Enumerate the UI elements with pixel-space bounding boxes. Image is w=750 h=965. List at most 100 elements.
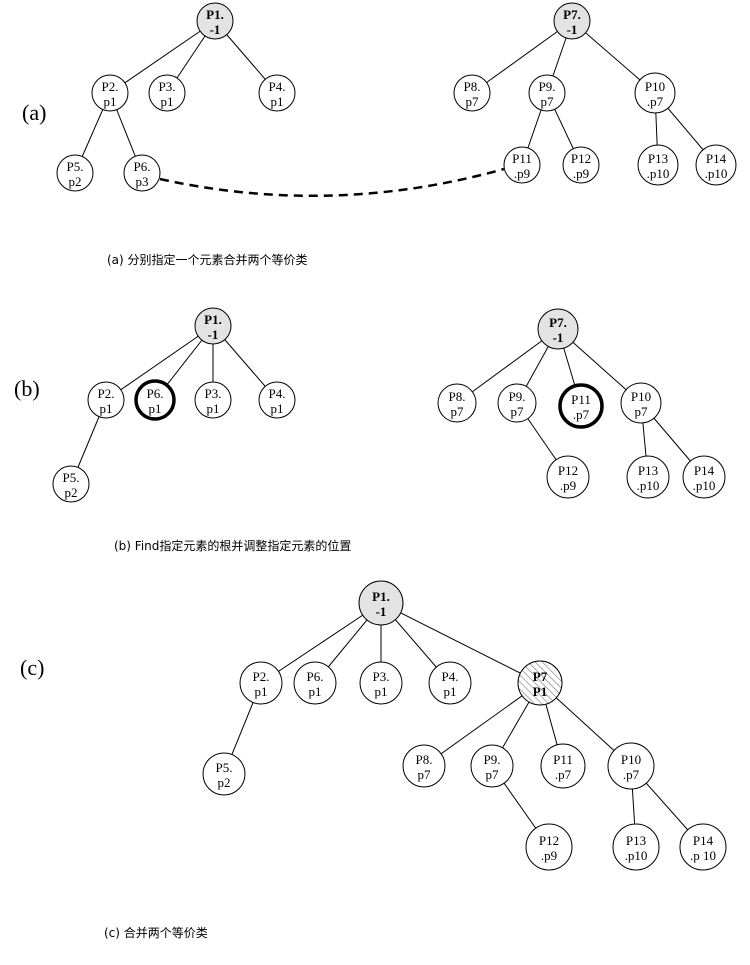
node-parent: p7 — [466, 94, 480, 109]
node-c-P3: P3.p1 — [359, 661, 403, 705]
node-a-P6: P6.p3 — [123, 154, 161, 192]
node-parent: .p7 — [647, 94, 664, 109]
node-parent: .p10 — [637, 478, 660, 493]
node-c-P14: P14.p 10 — [679, 823, 727, 871]
node-name: P2. — [102, 79, 119, 94]
node-parent: .p9 — [541, 848, 557, 863]
node-c-P11: P11.p7 — [540, 743, 586, 789]
node-circle — [123, 154, 161, 192]
node-c-P8: P8.p7 — [402, 744, 446, 788]
node-circle — [56, 154, 94, 192]
node-parent: .p10 — [647, 166, 670, 181]
node-name: P4. — [269, 79, 286, 94]
node-name: P1. — [204, 312, 222, 327]
node-parent: p1 — [271, 401, 284, 416]
panel-c-caption: (c) 合并两个等价类 — [104, 925, 208, 940]
node-circle — [194, 307, 232, 345]
node-circle — [239, 661, 283, 705]
edges-layer — [70, 20, 717, 848]
node-c-P5: P5.p2 — [202, 752, 246, 796]
node-circle — [258, 381, 296, 419]
node-circle — [528, 74, 566, 112]
node-parent: p1 — [149, 401, 162, 416]
node-circle — [626, 455, 670, 499]
node-parent: .p10 — [625, 848, 648, 863]
node-name: P11 — [553, 752, 573, 767]
node-circle — [87, 381, 125, 419]
node-a-P8: P8.p7 — [453, 74, 491, 112]
node-a-P5: P5.p2 — [56, 154, 94, 192]
node-b-P1: P1.-1 — [194, 307, 232, 345]
panel-c-label: (c) — [20, 655, 44, 680]
node-circle — [558, 383, 604, 429]
node-name: P14 — [694, 463, 715, 478]
node-name: P3. — [373, 669, 390, 684]
node-name: P10 — [645, 79, 665, 94]
node-circle — [258, 74, 296, 112]
edge-b-P1-b-P2 — [105, 325, 214, 401]
node-name: P5. — [63, 470, 80, 485]
node-parent: p7 — [418, 767, 432, 782]
node-circle — [358, 580, 404, 626]
node-c-P13: P13.p10 — [612, 823, 660, 871]
node-parent: -1 — [376, 604, 387, 619]
node-b-P4: P4.p1 — [258, 381, 296, 419]
node-circle — [52, 465, 90, 503]
node-name: P13 — [638, 463, 658, 478]
node-circle — [194, 381, 232, 419]
node-c-P9: P9.p7 — [470, 744, 514, 788]
node-name: P1. — [372, 589, 390, 604]
node-parent: p1 — [161, 94, 174, 109]
node-parent: p1 — [100, 401, 113, 416]
node-name: P14 — [706, 151, 727, 166]
node-c-P10: P10.p7 — [607, 742, 655, 790]
node-parent: -1 — [567, 22, 578, 37]
node-circle — [453, 74, 491, 112]
node-parent: p2 — [65, 485, 78, 500]
edge-b-P7-b-P8 — [456, 328, 559, 404]
node-parent: .p7 — [555, 767, 572, 782]
node-a-P9: P9.p7 — [528, 74, 566, 112]
node-circle — [607, 742, 655, 790]
node-b-P12: P12.p9 — [546, 455, 590, 499]
node-name: P11 — [571, 392, 591, 407]
node-b-P13: P13.p10 — [626, 455, 670, 499]
edge-c-P7-c-P8 — [423, 682, 541, 767]
node-parent: .p7 — [573, 407, 590, 422]
node-name: P4. — [269, 386, 286, 401]
node-name: P9. — [539, 79, 556, 94]
node-parent: P1 — [533, 684, 547, 699]
node-a-P7: P7.-1 — [553, 2, 591, 40]
node-parent: p2 — [218, 775, 231, 790]
node-circle — [612, 823, 660, 871]
node-circle — [134, 379, 176, 421]
node-name: P8. — [449, 389, 466, 404]
node-a-P11: P11.p9 — [503, 146, 541, 184]
node-parent: -1 — [553, 330, 564, 345]
node-name: P8. — [464, 79, 481, 94]
node-name: P11 — [512, 151, 532, 166]
node-name: P4. — [442, 669, 459, 684]
node-circle — [148, 74, 186, 112]
edge-a-P1-a-P2 — [109, 20, 216, 94]
node-c-P2: P2.p1 — [239, 661, 283, 705]
node-circle — [196, 2, 234, 40]
node-circle — [402, 744, 446, 788]
node-circle — [682, 455, 726, 499]
node-name: P5. — [67, 159, 84, 174]
panel-a-caption: (a) 分别指定一个元素合并两个等价类 — [107, 252, 308, 267]
node-c-P4: P4.p1 — [428, 661, 472, 705]
node-circle — [634, 72, 676, 114]
node-parent: p1 — [271, 94, 284, 109]
node-a-P10: P10.p7 — [634, 72, 676, 114]
node-circle — [525, 823, 573, 871]
node-b-P2: P2.p1 — [87, 381, 125, 419]
node-circle — [497, 383, 537, 423]
node-name: P3. — [159, 79, 176, 94]
node-parent: -1 — [210, 22, 221, 37]
node-name: P12 — [539, 833, 559, 848]
node-name: P12 — [571, 151, 591, 166]
